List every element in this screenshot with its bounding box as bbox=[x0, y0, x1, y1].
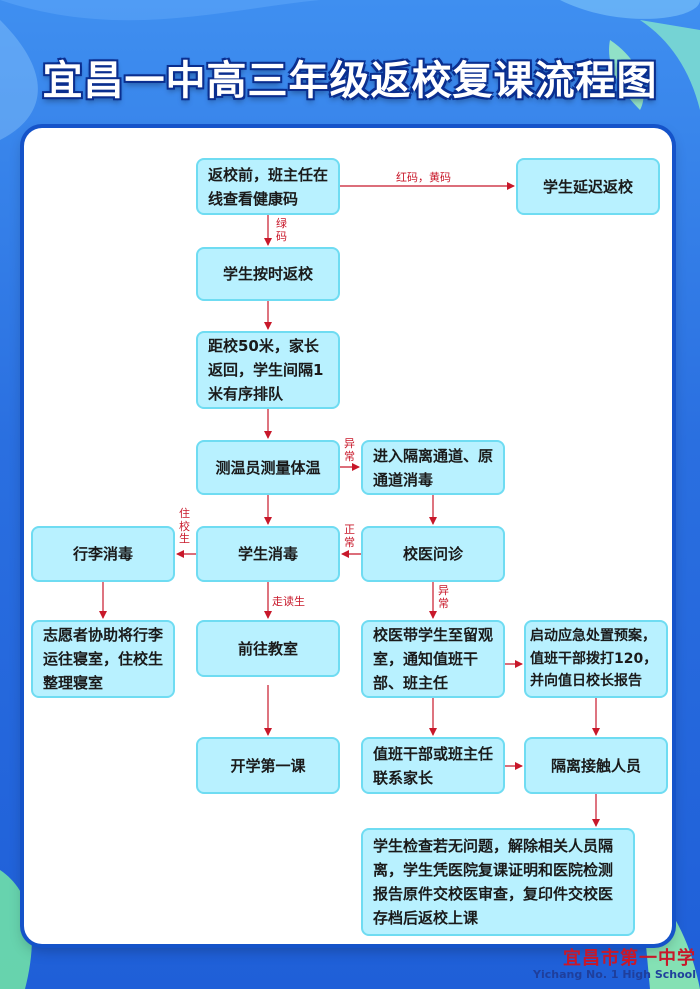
node-luggage-disinfect: 行李消毒 bbox=[31, 526, 175, 582]
node-volunteer: 志愿者协助将行李运往寝室，住校生整理寝室 bbox=[31, 620, 175, 698]
node-return-on-time: 学生按时返校 bbox=[196, 247, 340, 301]
edge-label-abnormal-temp: 异常 bbox=[344, 437, 355, 463]
school-name-en: Yichang No. 1 High School bbox=[533, 968, 696, 981]
node-isolate-contacts: 隔离接触人员 bbox=[524, 737, 668, 794]
edge-label-green: 绿码 bbox=[276, 217, 287, 243]
node-first-lesson: 开学第一课 bbox=[196, 737, 340, 794]
node-return-to-class: 学生检查若无问题，解除相关人员隔离，学生凭医院复课证明和医院检测报告原件交校医审… bbox=[361, 828, 635, 936]
node-contact-parent: 值班干部或班主任联系家长 bbox=[361, 737, 505, 794]
school-logo: 宜昌市第一中学 Yichang No. 1 High School bbox=[533, 944, 696, 981]
node-temperature: 测温员测量体温 bbox=[196, 440, 340, 495]
edge-label-boarding: 住校生 bbox=[179, 507, 190, 546]
node-isolation-channel: 进入隔离通道、原通道消毒 bbox=[361, 440, 505, 495]
node-delay-return: 学生延迟返校 bbox=[516, 158, 660, 215]
school-name-cn: 宜昌市第一中学 bbox=[563, 948, 696, 969]
edge-label-normal: 正常 bbox=[344, 523, 355, 549]
node-doctor-consult: 校医问诊 bbox=[361, 526, 505, 582]
node-check-health-code: 返校前，班主任在线查看健康码 bbox=[196, 158, 340, 215]
edge-label-abnormal-diag: 异常 bbox=[438, 584, 449, 610]
node-student-disinfect: 学生消毒 bbox=[196, 526, 340, 582]
edge-label-red-yellow: 红码，黄码 bbox=[396, 171, 451, 184]
node-emergency-plan: 启动应急处置预案，值班干部拨打120，并向值日校长报告 bbox=[524, 620, 668, 698]
edge-label-day-student: 走读生 bbox=[272, 595, 305, 608]
node-to-classroom: 前往教室 bbox=[196, 620, 340, 677]
page-title: 宜昌一中高三年级返校复课流程图 bbox=[42, 58, 658, 104]
node-observation-room: 校医带学生至留观室，通知值班干部、班主任 bbox=[361, 620, 505, 698]
node-queue: 距校50米，家长返回，学生间隔1米有序排队 bbox=[196, 331, 340, 409]
